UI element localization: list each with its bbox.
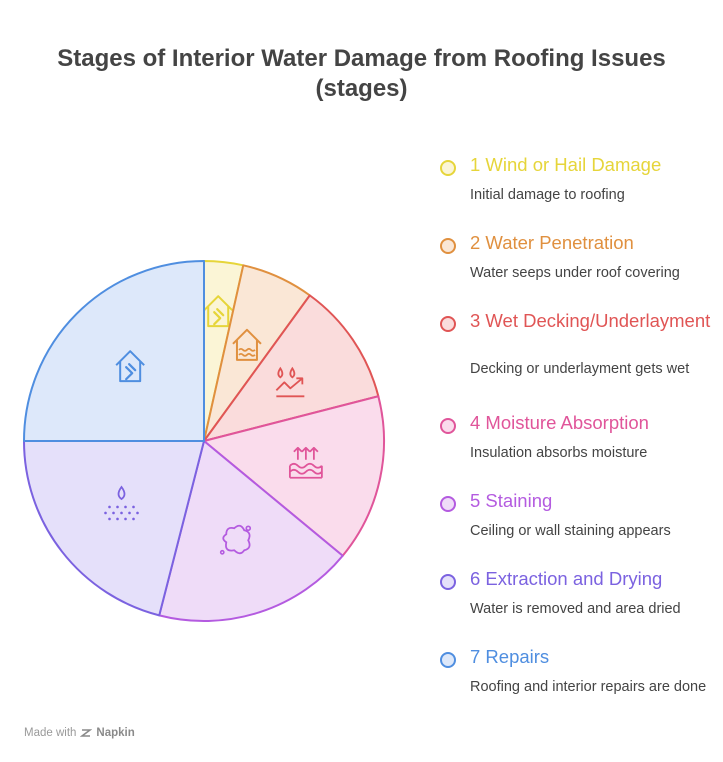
chart-title-line-2: (stages) xyxy=(315,75,408,102)
legend-description: Insulation absorbs moisture xyxy=(470,445,648,461)
drop-spray-icon xyxy=(104,485,139,521)
legend-description: Decking or underlayment gets wet xyxy=(470,361,690,377)
legend-label: 5 Staining xyxy=(470,490,553,511)
pie-slice-3 xyxy=(203,294,380,442)
pie-slice-6 xyxy=(23,440,205,617)
legend-marker xyxy=(440,652,456,668)
legend-marker xyxy=(440,574,456,590)
brand-name: Napkin xyxy=(96,727,135,739)
chart-title: Stages of Interior Water Damage from Roo… xyxy=(0,44,723,104)
legend-label: 4 Moisture Absorption xyxy=(470,412,649,433)
pie-slice-5 xyxy=(158,440,344,622)
legend-label: 6 Extraction and Drying xyxy=(470,568,663,589)
made-with-text: Made with xyxy=(24,727,77,739)
legend-marker xyxy=(440,418,456,434)
legend-description: Ceiling or wall staining appears xyxy=(470,523,671,539)
house-hammer-icon xyxy=(115,350,145,383)
legend-description: Roofing and interior repairs are done xyxy=(470,679,707,695)
house-hammer-icon xyxy=(203,295,233,328)
legend-description: Water is removed and area dried xyxy=(470,601,681,617)
legend-label: 1 Wind or Hail Damage xyxy=(470,154,662,175)
splash-stain-icon xyxy=(219,524,252,555)
legend-label: 7 Repairs xyxy=(470,646,550,667)
napkin-logo-icon xyxy=(80,729,93,737)
pie-slice-4 xyxy=(203,395,385,557)
footer: Made with Napkin xyxy=(24,727,135,739)
pie-slice-7 xyxy=(23,260,205,442)
drops-trend-icon xyxy=(275,366,305,398)
legend-marker xyxy=(440,160,456,176)
legend-marker xyxy=(440,238,456,254)
legend-marker xyxy=(440,316,456,332)
legend-description: Water seeps under roof covering xyxy=(470,265,680,281)
legend-label: 3 Wet Decking/Underlayment xyxy=(470,310,711,331)
legend-label: 2 Water Penetration xyxy=(470,232,634,253)
rising-water-icon xyxy=(288,446,323,479)
legend-marker xyxy=(440,496,456,512)
chart-title-line-1: Stages of Interior Water Damage from Roo… xyxy=(57,45,666,72)
house-flood-icon xyxy=(232,328,262,361)
legend-description: Initial damage to roofing xyxy=(470,187,625,203)
